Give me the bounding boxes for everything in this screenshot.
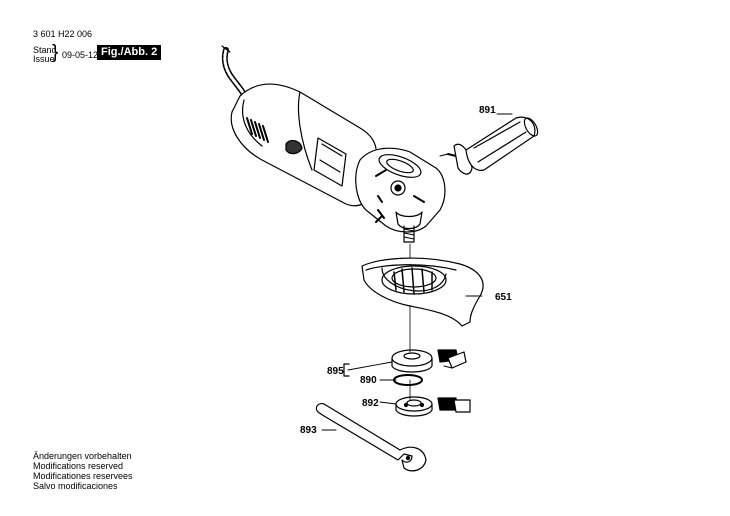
clamping-nut — [395, 396, 471, 417]
figure-number: Fig./Abb. 2 — [97, 45, 162, 60]
motor-housing — [230, 83, 377, 207]
footer-line-de: Änderungen vorbehalten — [33, 451, 132, 461]
o-ring — [393, 374, 423, 386]
power-cord — [221, 45, 249, 101]
footer-line-fr: Modificationes reservees — [33, 471, 133, 481]
part-label-651: 651 — [495, 292, 512, 303]
part-label-895: 895 — [327, 366, 344, 377]
part-label-890: 890 — [360, 375, 377, 386]
footer-line-es: Salvo modificaciones — [33, 481, 118, 491]
brace-symbol: } — [52, 42, 59, 63]
footer-line-en: Modifications reserved — [33, 461, 124, 471]
part-label-891: 891 — [479, 105, 496, 116]
protection-guard — [361, 257, 484, 327]
issue-date: 09-05-12 — [62, 50, 99, 60]
mounting-flange — [391, 349, 467, 373]
issue-label: Issue — [33, 54, 55, 64]
part-label-892: 892 — [362, 398, 379, 409]
stand-label: Stand — [33, 45, 57, 55]
auxiliary-handle — [439, 116, 539, 175]
gear-head — [355, 147, 446, 243]
document-number: 3 601 H22 006 — [33, 29, 93, 39]
leader-lines — [321, 113, 513, 431]
two-pin-spanner — [315, 403, 427, 472]
part-label-893: 893 — [300, 425, 317, 436]
